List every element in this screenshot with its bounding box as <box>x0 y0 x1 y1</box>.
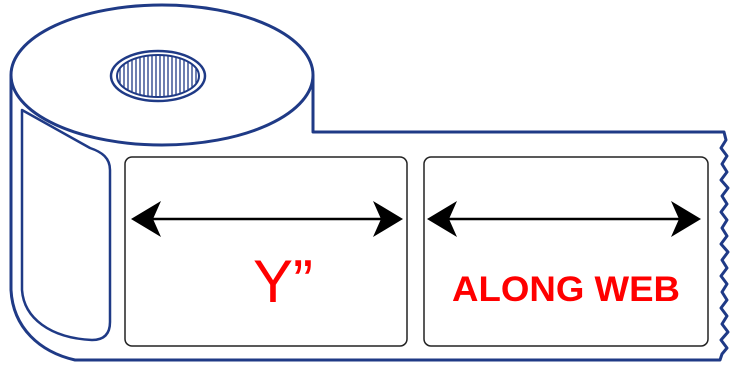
label-2 <box>423 156 709 347</box>
roll-core-icon <box>109 49 207 103</box>
double-headed-arrow-icon <box>427 201 701 237</box>
roll-side-face <box>20 108 112 342</box>
double-headed-arrow-icon <box>131 201 403 237</box>
dimension-label: Y” <box>253 248 313 315</box>
label-1 <box>124 156 408 347</box>
direction-label: ALONG WEB <box>452 270 680 309</box>
